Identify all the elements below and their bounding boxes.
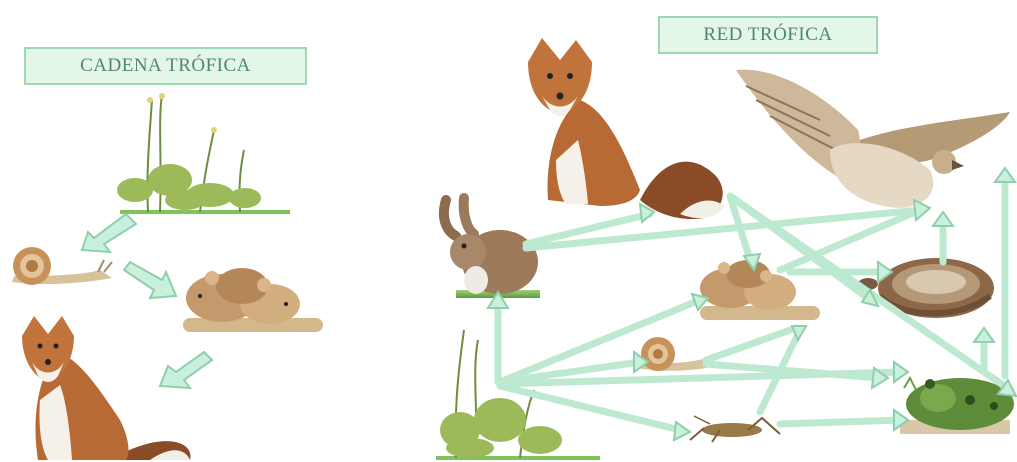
arrow-snail-to-mouse [124,262,176,298]
hawk-icon [736,70,1010,208]
snail-icon [12,247,112,285]
arrow-plant-to-snail [82,214,136,252]
fox-icon [528,38,724,219]
grasshopper-icon [690,416,780,442]
arrow-mouse-to-fox [160,352,212,388]
plant-icon [117,93,290,212]
frog-icon [900,378,1014,434]
fox-icon [22,316,190,460]
mouse-icon [183,268,323,332]
